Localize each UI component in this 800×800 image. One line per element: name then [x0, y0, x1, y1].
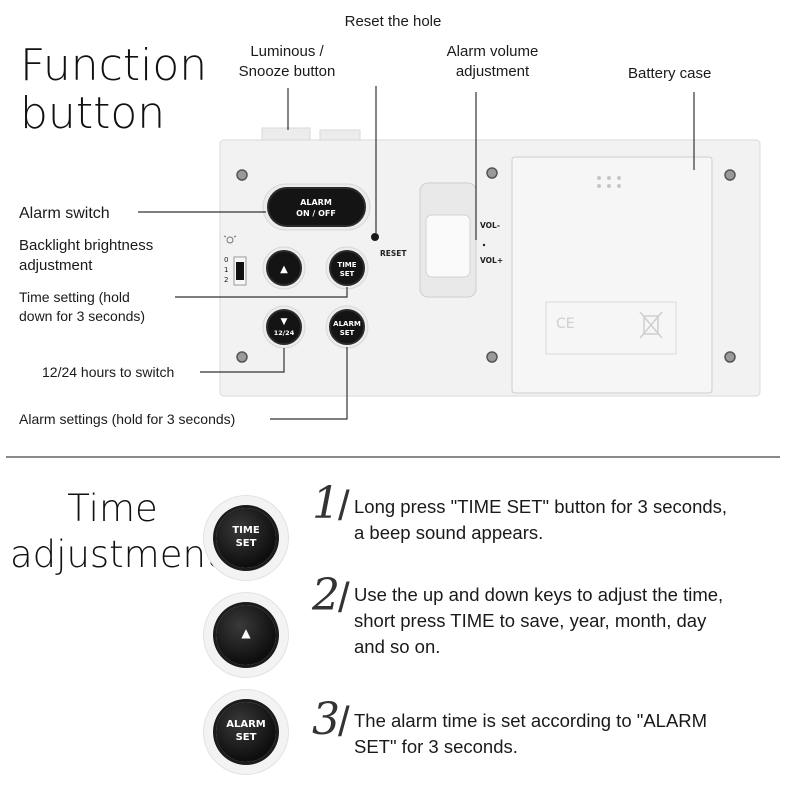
step-2-line1: Use the up and down keys to adjust the t…: [354, 584, 724, 605]
bulb-icon: [223, 235, 237, 244]
reset-hole: [371, 233, 379, 241]
step-alarm-set-button: ALARM SET: [204, 690, 288, 774]
step-up-glyph: ▲: [241, 626, 251, 640]
battery-case-label: Battery case: [628, 65, 712, 82]
screw-mid-top: [486, 167, 498, 179]
time-adjustment-title-line1: Time: [67, 487, 158, 530]
step-time-set-button: TIME SET: [204, 496, 288, 580]
down-button: [266, 309, 302, 345]
battery-cover: [511, 156, 713, 394]
step-alarm-set-text-2: SET: [235, 732, 257, 743]
step-1-text: Long press "TIME SET" button for 3 secon…: [354, 494, 794, 546]
hours-switch-label: 12/24 hours to switch: [42, 364, 175, 380]
step-1-line2: a beep sound appears.: [354, 522, 544, 543]
step-2-text: Use the up and down keys to adjust the t…: [354, 582, 794, 660]
step-1-number: 1: [312, 478, 340, 529]
step-time-set-text-1: TIME: [232, 525, 260, 536]
backlight-label-line2: adjustment: [19, 257, 93, 275]
down-button-label: 12/24: [274, 329, 295, 337]
dimmer-switch-knob: [236, 262, 244, 280]
reset-label: RESET: [380, 249, 407, 258]
step-1-line1: Long press "TIME SET" button for 3 secon…: [354, 496, 728, 517]
step-3-line2: SET" for 3 seconds.: [354, 736, 518, 757]
leader-time-setting: [175, 287, 348, 298]
alarm-settings-label: Alarm settings (hold for 3 seconds): [19, 411, 236, 427]
leader-alarm-settings: [270, 347, 348, 420]
step-1-slash: /: [338, 482, 350, 529]
alarm-onoff-button: [267, 187, 366, 227]
backlight-label-line1: Backlight brightness: [19, 237, 154, 254]
step-alarm-set-text-1: ALARM: [226, 719, 266, 730]
battery-cover-emboss: [545, 301, 677, 355]
up-button-glyph: ▲: [280, 264, 288, 275]
device-round-buttons: [262, 246, 369, 349]
screw-mid-bottom: [486, 351, 498, 363]
alarm-set-button: [329, 309, 365, 345]
step-2-number: 2: [312, 570, 340, 621]
step-3-slash: /: [338, 698, 350, 745]
screw-right-bottom: [724, 351, 736, 363]
time-set-button: [329, 250, 365, 286]
time-setting-label-line2: down for 3 seconds): [19, 307, 146, 324]
step-up-button: ▲: [204, 593, 288, 677]
luminous-label-line1: Luminous /: [250, 43, 324, 60]
luminous-label-line2: Snooze button: [238, 63, 336, 81]
screw-top-left: [236, 169, 248, 181]
dimmer-label-2: 2: [224, 276, 228, 284]
alarm-set-text-1: ALARM: [333, 320, 361, 328]
step-3-text: The alarm time is set according to "ALAR…: [354, 708, 794, 760]
time-setting-label-line1: Time setting (hold: [19, 289, 130, 305]
weee-icon: [639, 311, 663, 339]
time-adjustment-title: Time adjustment: [10, 486, 221, 578]
volume-label-line2: adjustment: [455, 63, 530, 81]
step-2-slash: /: [338, 574, 350, 621]
battery-cover-grip: [597, 176, 621, 188]
step-2-line2: short press TIME to save, year, month, d…: [354, 610, 707, 631]
time-set-text-1: TIME: [337, 261, 356, 269]
time-setting-label: Time setting (hold down for 3 seconds): [19, 288, 145, 326]
step-3-number: 3: [312, 694, 340, 745]
up-button: [266, 250, 302, 286]
vol-minus-label: VOL-: [480, 221, 500, 230]
backlight-label: Backlight brightness adjustment: [19, 236, 153, 277]
alarm-set-text-2: SET: [340, 329, 355, 337]
vol-plus-label: VOL+: [480, 256, 503, 265]
volume-label-line1: Alarm volume: [446, 43, 539, 60]
luminous-label: Luminous / Snooze button: [212, 42, 362, 83]
time-set-text-2: SET: [340, 270, 355, 278]
ce-mark: CE: [556, 316, 575, 332]
leader-lines: [138, 86, 695, 420]
alarm-switch-label: Alarm switch: [19, 205, 110, 222]
function-title-line2: button: [20, 88, 166, 139]
screws: [236, 167, 736, 363]
dimmer-label-0: 0: [224, 256, 228, 264]
step-time-set-text-2: SET: [235, 538, 257, 549]
volume-label: Alarm volume adjustment: [410, 42, 575, 83]
volume-slider-knob: [425, 214, 471, 278]
step-3-line1: The alarm time is set according to "ALAR…: [354, 710, 708, 731]
alarm-onoff-text-2: ON / OFF: [296, 209, 336, 218]
alarm-onoff-text-1: ALARM: [300, 198, 332, 207]
screw-bottom-left: [236, 351, 248, 363]
step-2-line3: and so on.: [354, 636, 441, 657]
time-adjustment-title-line2: adjustment: [10, 533, 221, 576]
dimmer-label-1: 1: [224, 266, 228, 274]
screw-right-top: [724, 169, 736, 181]
down-button-glyph: ▼: [281, 317, 288, 327]
function-title: Function button: [20, 42, 207, 138]
leader-hours: [200, 348, 285, 373]
vol-dot: [482, 243, 486, 247]
function-title-line1: Function: [20, 40, 208, 91]
reset-hole-label: Reset the hole: [344, 13, 442, 30]
